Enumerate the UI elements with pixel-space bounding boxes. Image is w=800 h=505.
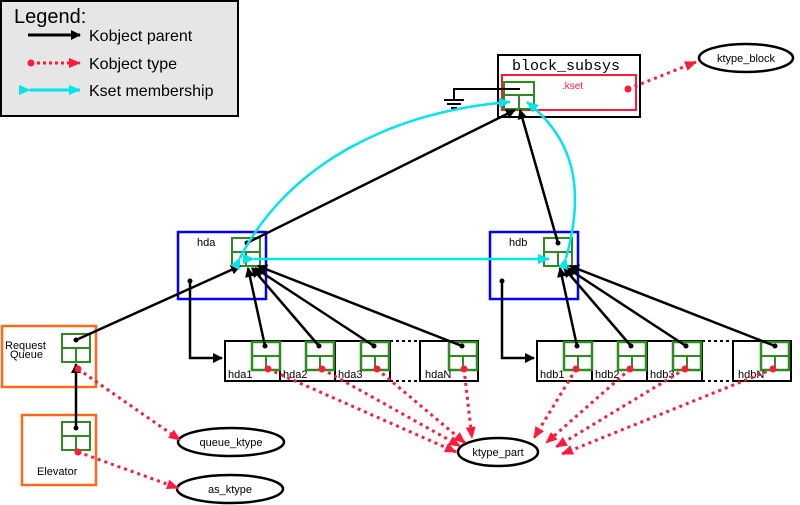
type-subsys-ktype-block — [624, 60, 697, 93]
hdbN-label: hdbN — [738, 369, 764, 381]
hdb-partitions: hdb1 hdb2 hdb3 hdbN — [536, 340, 792, 382]
request-queue-node: Request Queue — [0, 324, 98, 389]
request-queue-label-1: Request — [5, 340, 46, 352]
hdb3-label: hdb3 — [650, 369, 674, 381]
arrow-hda-to-subsys — [244, 108, 516, 246]
arrow-hda-to-parts — [187, 278, 223, 363]
hdb-part-kobject-2 — [616, 340, 648, 372]
hda-part-kobject-1 — [250, 340, 282, 372]
legend-item-type: Kobject type — [89, 56, 177, 73]
hda-part-kobject-3 — [359, 340, 391, 372]
elevator-node: Elevator — [20, 413, 98, 487]
arrow-hdb-to-parts — [499, 278, 535, 363]
arrow-hda3-to-hda — [254, 266, 377, 349]
queue-ktype-node: queue_ktype — [176, 426, 286, 458]
ktype-part-label: ktype_part — [472, 447, 523, 459]
ktype-block-node: ktype_block — [697, 42, 795, 74]
type-hdaN-ktype-part — [460, 365, 476, 439]
membership-arrows — [230, 97, 577, 271]
elevator-label: Elevator — [37, 466, 78, 478]
type-arrows — [74, 60, 777, 490]
hda-partitions: hda1 hda2 hda3 hdaN — [224, 340, 479, 382]
type-hdbN-ktype-part — [561, 365, 777, 456]
request-queue-label-2: Queue — [10, 349, 43, 361]
arrow-queue-to-hda — [73, 264, 241, 343]
hdb-label: hdb — [509, 237, 527, 249]
hdaN-label: hdaN — [425, 369, 451, 381]
hda-part-kobject-4 — [447, 340, 479, 372]
arrow-hdb-to-subsys — [517, 109, 561, 246]
legend-item-membership: Kset membership — [89, 83, 214, 100]
kset-label: .kset — [562, 81, 583, 92]
hdb-part-kobject-4 — [759, 340, 791, 372]
membership-hda-subsys — [230, 97, 511, 271]
as-ktype-label: as_ktype — [208, 484, 252, 496]
type-hda3-ktype-part — [373, 365, 466, 445]
arrow-hdb3-to-hdb — [566, 266, 689, 349]
queue-ktype-label: queue_ktype — [200, 437, 263, 449]
hdb-part-kobject-1 — [562, 340, 594, 372]
legend: Legend: Kobject parent Kobject type Kset… — [0, 0, 239, 117]
hdb2-label: hdb2 — [595, 369, 619, 381]
arrow-hdbN-to-hdb — [569, 264, 778, 349]
membership-hdb-subsys — [526, 101, 577, 270]
block-subsys-title: block_subsys — [512, 58, 620, 75]
hda2-label: hda2 — [283, 369, 307, 381]
block-subsys-node: block_subsys .kset — [497, 54, 641, 118]
ktype-block-label: ktype_block — [717, 53, 776, 65]
legend-item-parent: Kobject parent — [89, 28, 193, 45]
hda-part-kobject-2 — [304, 340, 336, 372]
hdb-part-kobject-3 — [671, 340, 703, 372]
hda-label: hda — [197, 237, 216, 249]
hda-kobject — [231, 237, 261, 267]
legend-title: Legend: — [14, 6, 86, 28]
arrow-hdaN-to-hda — [257, 264, 465, 349]
hda1-label: hda1 — [228, 369, 252, 381]
request-queue-kobject — [61, 333, 91, 363]
hdb1-label: hdb1 — [540, 369, 564, 381]
as-ktype-node: as_ktype — [175, 473, 285, 505]
ktype-part-node: ktype_part — [456, 436, 540, 468]
